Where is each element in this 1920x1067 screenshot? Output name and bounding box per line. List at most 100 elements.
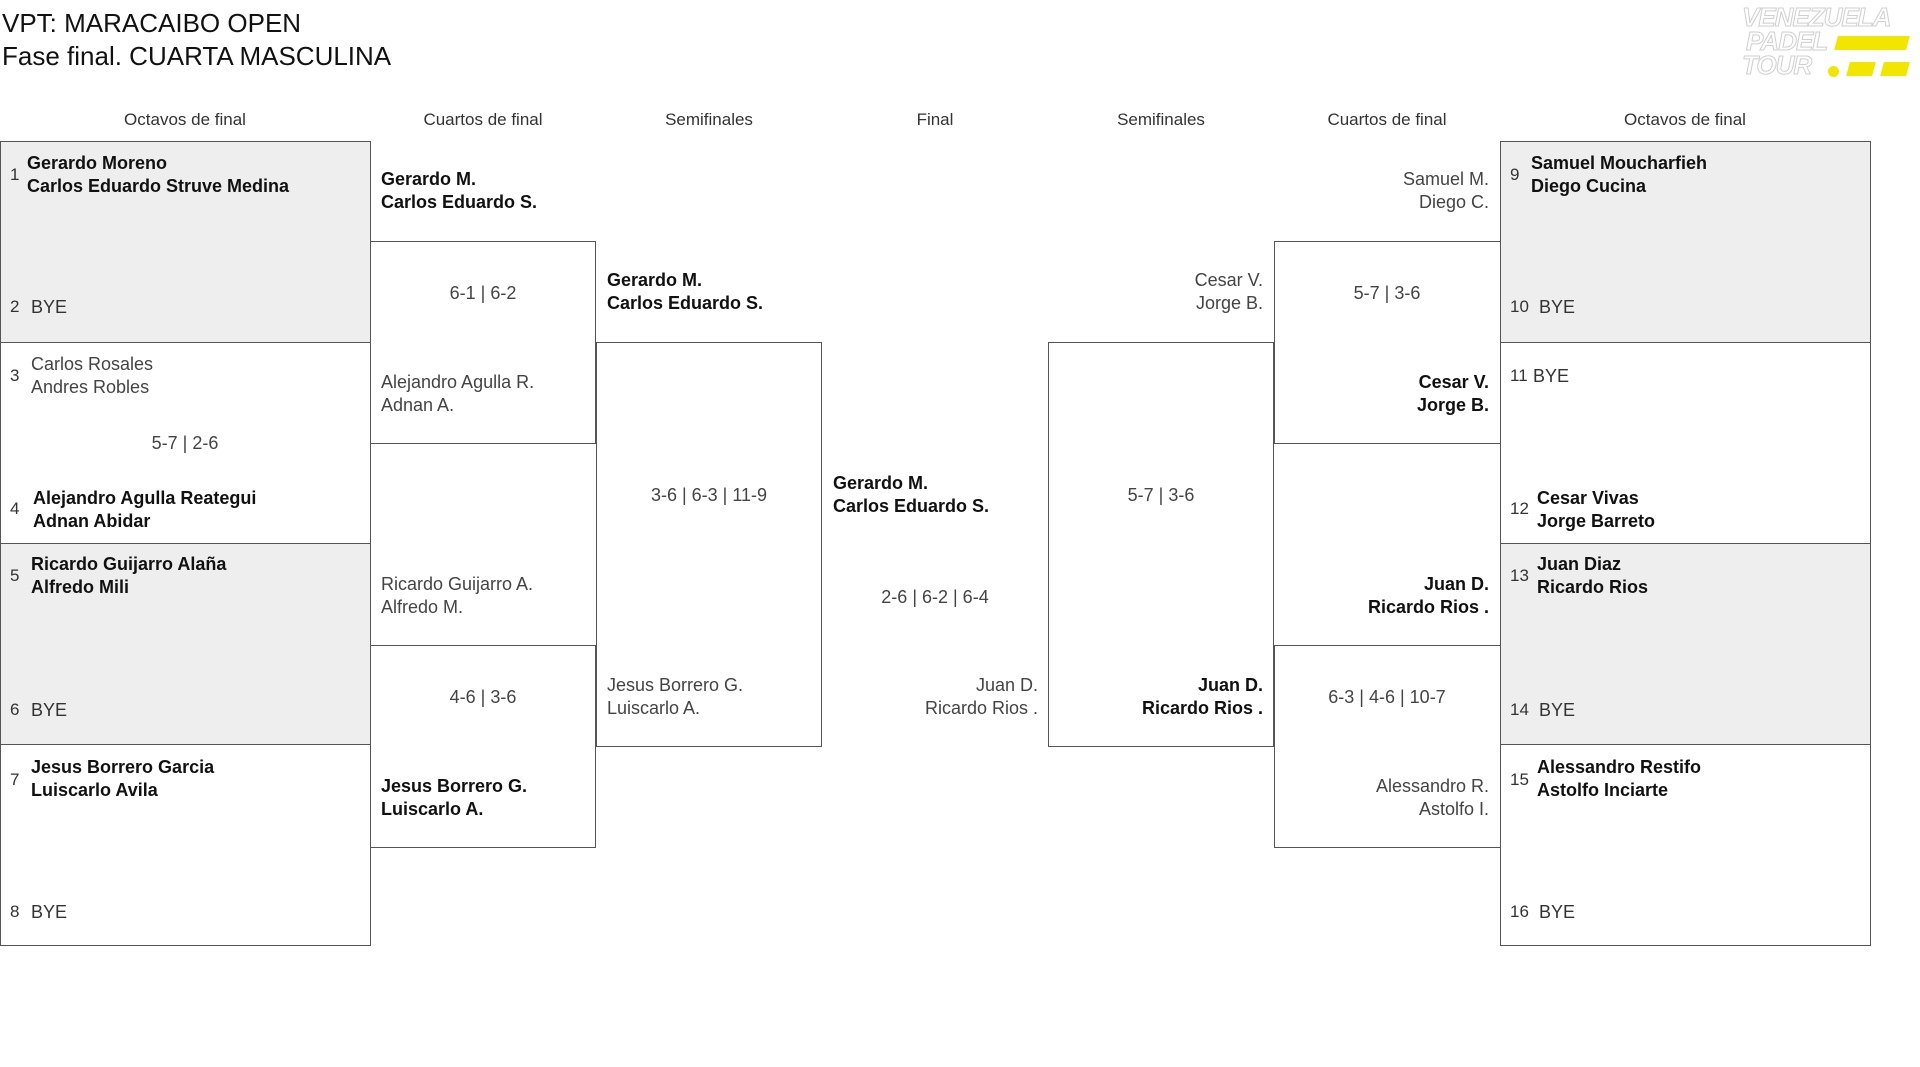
qf-left-a-player1: Gerardo M. <box>381 169 477 189</box>
header-right-sf: Semifinales <box>1117 110 1205 129</box>
header-left-r16: Octavos de final <box>124 110 246 129</box>
r16-slot9-player2: Diego Cucina <box>1531 176 1647 196</box>
score-sf-left: 3-6 | 6-3 | 11-9 <box>650 485 768 505</box>
logo-text-line3: TOUR <box>1741 50 1812 80</box>
header-right-qf: Cuartos de final <box>1327 110 1447 129</box>
r16-slot15-player1: Alessandro Restifo <box>1537 757 1702 777</box>
r16-slot1-player2: Carlos Eduardo Struve Medina <box>27 176 290 196</box>
match-box-r16-7-8[interactable] <box>0 744 371 946</box>
r16-slot2-bye: BYE <box>31 297 68 317</box>
seed-number: 11 <box>1510 366 1528 385</box>
r16-slot4-player1: Alejandro Agulla Reategui <box>33 488 257 508</box>
match-box-qf-right-top[interactable] <box>1274 241 1501 444</box>
logo-bar-bottom-left <box>1846 62 1876 76</box>
r16-slot5-player1: Ricardo Guijarro Alaña <box>31 554 227 574</box>
venezuela-padel-tour-logo: VENEZUELA PADEL TOUR <box>1741 2 1918 80</box>
seed-number: 4 <box>10 499 20 518</box>
logo-text-line2: PADEL <box>1745 26 1828 56</box>
r16-slot12-player1: Cesar Vivas <box>1537 488 1639 508</box>
logo-text-line1: VENEZUELA <box>1741 2 1891 32</box>
r16-slot7-player1: Jesus Borrero Garcia <box>31 757 215 777</box>
sf-left-a-player2: Carlos Eduardo S. <box>607 293 764 313</box>
match-box-r16-5-6[interactable] <box>0 543 371 745</box>
qf-left-d-player1: Jesus Borrero G. <box>381 776 528 796</box>
r16-slot13-player1: Juan Diaz <box>1537 554 1622 574</box>
seed-number: 12 <box>1510 499 1529 518</box>
r16-slot10-bye: BYE <box>1539 297 1576 317</box>
qf-left-c-player2: Alfredo M. <box>381 597 464 617</box>
score-qf-right-bottom: 6-3 | 4-6 | 10-7 <box>1328 687 1446 707</box>
r16-slot3-player1: Carlos Rosales <box>31 354 154 374</box>
match-box-r16-13-14[interactable] <box>1500 543 1871 745</box>
sf-right-a-player2: Jorge B. <box>1195 293 1263 313</box>
qf-left-a-player2: Carlos Eduardo S. <box>381 192 538 212</box>
seed-number: 15 <box>1510 770 1529 789</box>
match-box-sf-right[interactable] <box>1048 342 1274 747</box>
page-subtitle: Fase final. CUARTA MASCULINA <box>2 41 392 71</box>
qf-right-b-player1: Cesar V. <box>1418 372 1489 392</box>
header-left-sf: Semifinales <box>665 110 753 129</box>
match-box-sf-left[interactable] <box>596 342 822 747</box>
score-final: 2-6 | 6-2 | 6-4 <box>881 587 989 607</box>
sf-right-a-player1: Cesar V. <box>1194 270 1263 290</box>
seed-number: 16 <box>1510 902 1529 921</box>
match-box-qf-right-bottom[interactable] <box>1274 645 1501 848</box>
r16-slot14-bye: BYE <box>1539 700 1576 720</box>
sf-left-a-player1: Gerardo M. <box>607 270 703 290</box>
qf-right-a-player2: Diego C. <box>1418 192 1489 212</box>
header-right-r16: Octavos de final <box>1624 110 1746 129</box>
qf-right-c-player2: Ricardo Rios . <box>1367 597 1489 617</box>
qf-left-d-player2: Luiscarlo A. <box>381 799 484 819</box>
match-box-qf-left-top[interactable] <box>370 241 596 444</box>
seed-number: 8 <box>10 902 20 921</box>
r16-slot4-player2: Adnan Abidar <box>33 511 151 531</box>
r16-slot8-bye: BYE <box>31 902 68 922</box>
r16-slot11-bye: BYE <box>1533 366 1570 386</box>
seed-number: 7 <box>10 770 20 789</box>
sf-right-b-player2: Ricardo Rios . <box>1141 698 1263 718</box>
qf-right-d-player2: Astolfo I. <box>1418 799 1489 819</box>
seed-number: 9 <box>1510 165 1520 184</box>
final-a-player2: Carlos Eduardo S. <box>833 496 990 516</box>
page-title: VPT: MARACAIBO OPEN <box>2 8 302 38</box>
match-box-r16-1-2[interactable] <box>0 141 371 343</box>
match-box-r16-9-10[interactable] <box>1500 141 1871 343</box>
qf-left-b-player1: Alejandro Agulla R. <box>381 372 535 392</box>
qf-right-a-player1: Samuel M. <box>1402 169 1489 189</box>
sf-left-b-player1: Jesus Borrero G. <box>607 675 744 695</box>
r16-slot15-player2: Astolfo Inciarte <box>1537 780 1669 800</box>
qf-left-b-player2: Adnan A. <box>381 395 455 415</box>
r16-slot1-player1: Gerardo Moreno <box>27 153 168 173</box>
score-qf-left-bottom: 4-6 | 3-6 <box>449 687 517 707</box>
score-r16-3-4: 5-7 | 2-6 <box>151 433 219 453</box>
r16-slot6-bye: BYE <box>31 700 68 720</box>
r16-slot5-player2: Alfredo Mili <box>31 577 129 597</box>
qf-right-d-player1: Alessandro R. <box>1375 776 1489 796</box>
final-b-player2: Ricardo Rios . <box>924 698 1038 718</box>
r16-slot13-player2: Ricardo Rios <box>1537 577 1649 597</box>
r16-slot3-player2: Andres Robles <box>31 377 150 397</box>
qf-right-b-player2: Jorge B. <box>1416 395 1489 415</box>
match-box-r16-11-12[interactable] <box>1500 342 1871 544</box>
match-box-r16-15-16[interactable] <box>1500 744 1871 946</box>
match-box-qf-left-bottom[interactable] <box>370 645 596 848</box>
seed-number: 10 <box>1510 297 1529 316</box>
seed-number: 6 <box>10 700 20 719</box>
seed-number: 5 <box>10 566 20 585</box>
score-qf-right-top: 5-7 | 3-6 <box>1353 283 1421 303</box>
seed-number: 1 <box>10 165 20 184</box>
score-qf-left-top: 6-1 | 6-2 <box>449 283 517 303</box>
sf-right-b-player1: Juan D. <box>1197 675 1263 695</box>
seed-number: 2 <box>10 297 20 316</box>
logo-ball-icon <box>1828 66 1839 77</box>
r16-slot7-player2: Luiscarlo Avila <box>31 780 158 800</box>
qf-left-c-player1: Ricardo Guijarro A. <box>381 574 534 594</box>
header-final: Final <box>916 110 954 129</box>
seed-number: 3 <box>10 366 20 385</box>
sf-left-b-player2: Luiscarlo A. <box>607 698 701 718</box>
header-left-qf: Cuartos de final <box>423 110 543 129</box>
r16-slot12-player2: Jorge Barreto <box>1537 511 1656 531</box>
qf-right-c-player1: Juan D. <box>1423 574 1489 594</box>
r16-slot16-bye: BYE <box>1539 902 1576 922</box>
seed-number: 13 <box>1510 566 1529 585</box>
